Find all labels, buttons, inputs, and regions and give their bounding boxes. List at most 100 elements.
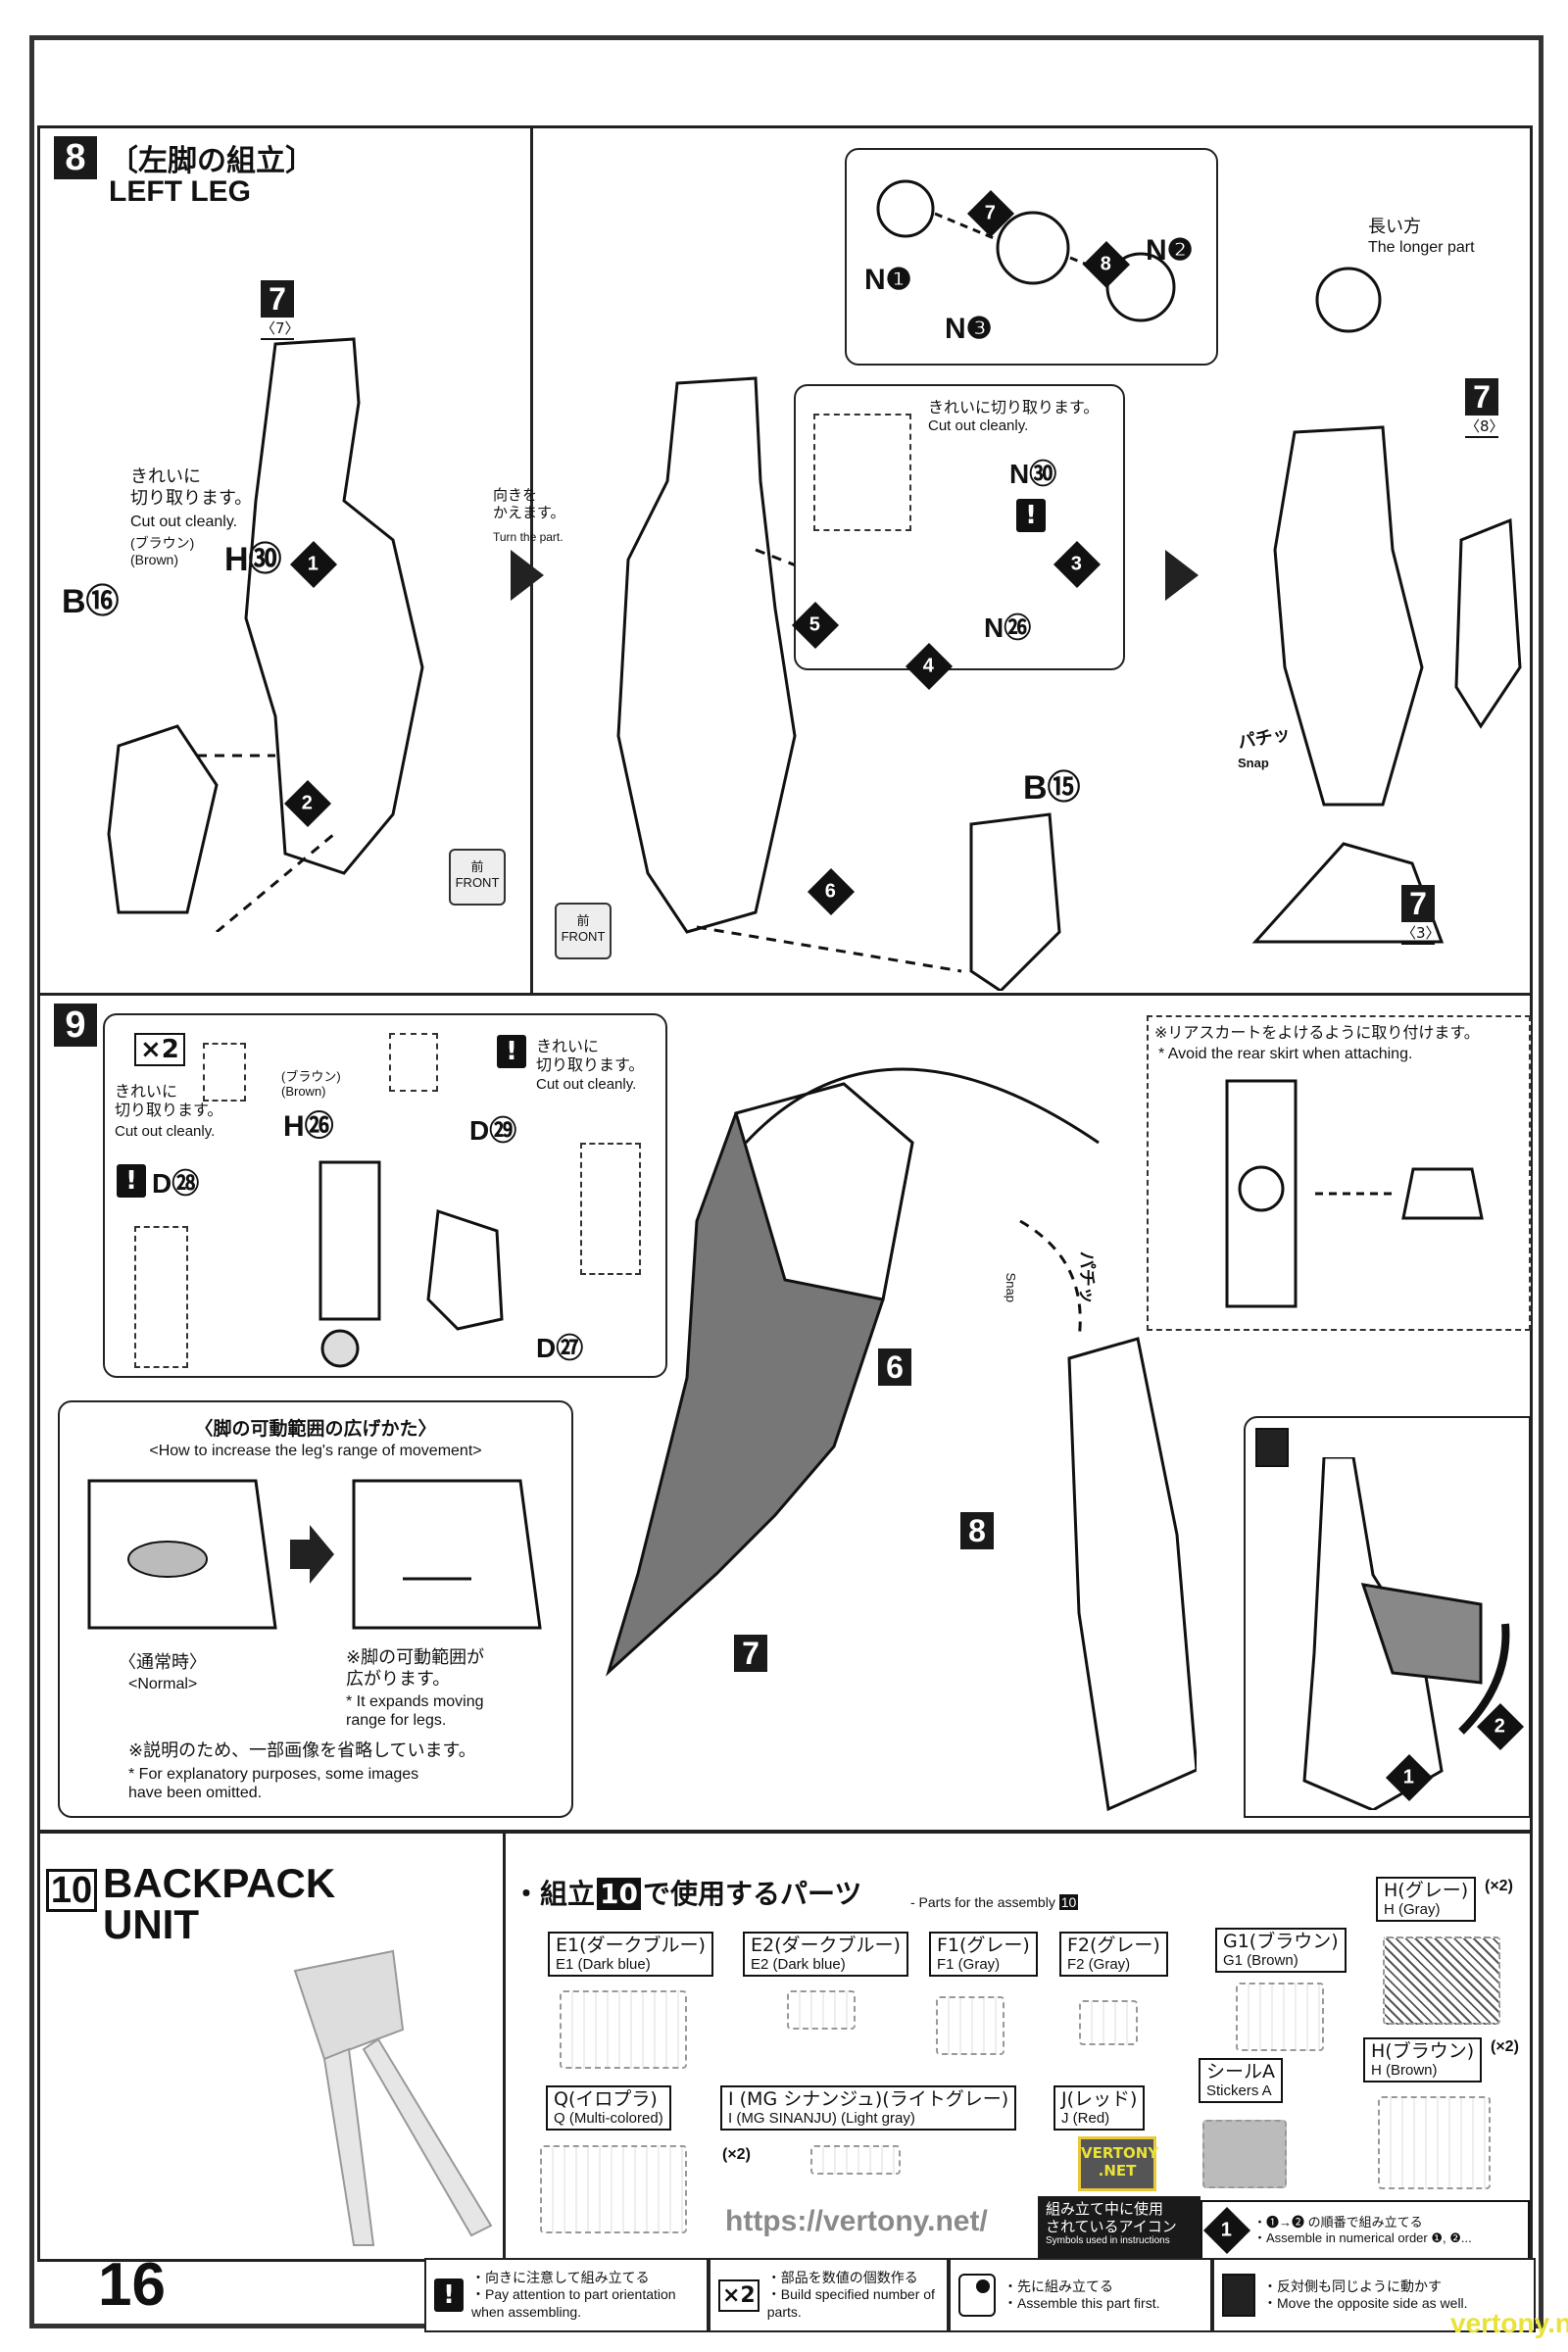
exclamation-icon: ! (1016, 499, 1046, 532)
normal-jp: 〈通常時〉 (119, 1652, 207, 1673)
brown-en: (Brown) (130, 552, 179, 567)
part-label-7-3: 7〈3〉 (1401, 885, 1441, 945)
exclamation-icon: ! (497, 1035, 526, 1068)
cutout-inset: きれいに切り取ります。 Cut out cleanly. N㉚ ! 3 N㉖ (794, 384, 1125, 670)
backpack-illustration (293, 1949, 493, 2246)
normal-en: <Normal> (128, 1676, 198, 1692)
rear-skirt-illustration (1225, 1079, 1484, 1308)
step-number: 8 (54, 136, 97, 179)
watermark-footer: vertony.net (1450, 2308, 1568, 2338)
part-label-6: 6 (878, 1348, 911, 1386)
sticker-sheet (1202, 2120, 1287, 2188)
movement-title-jp: 〈脚の可動範囲の広げかた〉 (194, 1418, 437, 1440)
sub-assembly-inset: ×2 きれいに 切り取ります。 Cut out cleanly. ! D㉘ (ブ… (103, 1013, 667, 1378)
qty-h-brown: (×2) (1491, 2038, 1519, 2055)
divider (503, 1834, 506, 2261)
step-number: 9 (54, 1004, 97, 1047)
sprue-e1 (560, 1990, 687, 2069)
next-arrow-icon (1165, 550, 1199, 601)
mirror-icon (1255, 1428, 1289, 1467)
step8-panel: 8 〔左脚の組立〕 LEFT LEG 7〈7〉 きれいに 切り取ります。 Cut… (37, 125, 1533, 996)
watermark-url: https://vertony.net/ (725, 2205, 988, 2237)
leg-turned-illustration (616, 376, 1061, 991)
order-legend: 1 ・❶→❷ の順番で組み立てる・Assemble in numerical o… (1200, 2200, 1530, 2261)
part-n30: N㉚ (1009, 459, 1057, 489)
brown-jp: (ブラウン) (281, 1069, 341, 1084)
leg-move-illustration (1302, 1457, 1510, 1810)
exclamation-icon: ! (117, 1164, 146, 1198)
omit-jp: ※説明のため、一部画像を省略しています。 (128, 1740, 476, 1761)
part-label-e1: E1(ダークブルー)E1 (Dark blue) (548, 1932, 713, 1977)
step-marker-3: 3 (1053, 540, 1102, 589)
step-number: 10 (46, 1869, 97, 1912)
part-n3: N❸ (945, 313, 993, 345)
watermark-badge: VERTONY .NET (1078, 2136, 1158, 2191)
detail-dashed-box (203, 1043, 246, 1102)
joint-inset: N❶ 7 8 N❷ N❸ (845, 148, 1218, 366)
omit-en: * For explanatory purposes, some images … (128, 1766, 419, 1802)
part-label-7: 7〈7〉 (261, 280, 300, 340)
part-n2: N❷ (1146, 234, 1194, 267)
movement-title-en: <How to increase the leg's range of move… (149, 1443, 482, 1459)
detail-dashed-box (813, 414, 911, 531)
brown-jp: (ブラウン) (130, 535, 195, 551)
longer-part-en: The longer part (1368, 239, 1475, 256)
part-d28: D㉘ (152, 1168, 200, 1199)
part-n26: N㉖ (984, 612, 1032, 643)
rear-note-jp: ※リアスカートをよけるように取り付けます。 (1154, 1023, 1480, 1042)
sprue-h-gray (1383, 1936, 1500, 2025)
rear-note-en: * Avoid the rear skirt when attaching. (1158, 1046, 1413, 1062)
leg-attach-illustration (606, 1067, 1197, 1812)
snap-en: Snap (1238, 756, 1269, 770)
movement-illustration (87, 1479, 542, 1630)
turn-note-en: Turn the part. (493, 530, 564, 544)
snap-jp: パチッ (1075, 1250, 1097, 1304)
cut-note-jp: きれいに 切り取ります。 (130, 466, 253, 509)
step9-panel: 9 ×2 きれいに 切り取ります。 Cut out cleanly. ! D㉘ … (37, 993, 1533, 1833)
qty-h-gray: (×2) (1485, 1878, 1513, 1894)
rear-skirt-inset: ※リアスカートをよけるように取り付けます。 * Avoid the rear s… (1147, 1015, 1531, 1331)
part-label-h-brown: H(ブラウン)H (Brown) (1363, 2037, 1483, 2082)
range-of-movement-inset: 〈脚の可動範囲の広げかた〉 <How to increase the leg's… (58, 1400, 573, 1818)
part-label-7: 7 (734, 1635, 767, 1672)
x2-icon: ×2 (718, 2278, 760, 2312)
step-title-en: LEFT LEG (109, 175, 251, 208)
part-label-g1: G1(ブラウン)G1 (Brown) (1215, 1928, 1347, 1973)
part-label-e2: E2(ダークブルー)E2 (Dark blue) (743, 1932, 908, 1977)
step-title: BACKPACK UNIT (103, 1860, 336, 1947)
part-d29: D㉙ (469, 1115, 517, 1146)
sprue-f2 (1079, 2000, 1138, 2045)
cut-note2-en: Cut out cleanly. (536, 1076, 637, 1093)
part-b15: B⑮ (1023, 769, 1081, 807)
part-label-f1: F1(グレー)F1 (Gray) (929, 1932, 1038, 1977)
mirror-icon (1222, 2274, 1255, 2317)
sprue-h-brown (1378, 2096, 1491, 2189)
sprue-f1 (936, 1996, 1004, 2055)
part-label-h-gray: H(グレー)H (Gray) (1376, 1877, 1477, 1922)
turn-note-jp: 向きを かえます。 (493, 486, 565, 521)
parts-illustration (318, 1160, 504, 1368)
part-label-j: J(レッド)J (Red) (1054, 2085, 1146, 2131)
detail-dashed-box (389, 1033, 438, 1092)
assemble-first-icon (958, 2274, 996, 2317)
cut-note-jp: きれいに 切り取ります。 (115, 1082, 223, 1120)
part-label-f2: F2(グレー)F2 (Gray) (1059, 1932, 1168, 1977)
page-number: 16 (98, 2251, 166, 2319)
sprue-i (810, 2145, 901, 2175)
legend-orientation: ! ・向きに注意して組み立てる・Pay attention to part or… (424, 2258, 709, 2332)
joint-illustration (876, 179, 1176, 322)
x2-icon: ×2 (134, 1033, 185, 1066)
part-label-i: I (MG シナンジュ)(ライトグレー)I (MG SINANJU) (Ligh… (720, 2085, 1017, 2131)
inset-cut-en: Cut out cleanly. (928, 417, 1029, 434)
legend-assemble-first: ・先に組み立てる・Assemble this part first. (949, 2258, 1212, 2332)
expand-en: * It expands moving range for legs. (346, 1693, 484, 1730)
step-title-jp: 〔左脚の組立〕 (109, 144, 315, 178)
sprue-e2 (787, 1990, 856, 2030)
left-leg-illustration (107, 337, 424, 932)
part-label-8: 8 (960, 1512, 994, 1549)
cut-note2-jp: きれいに 切り取ります。 (536, 1037, 645, 1075)
